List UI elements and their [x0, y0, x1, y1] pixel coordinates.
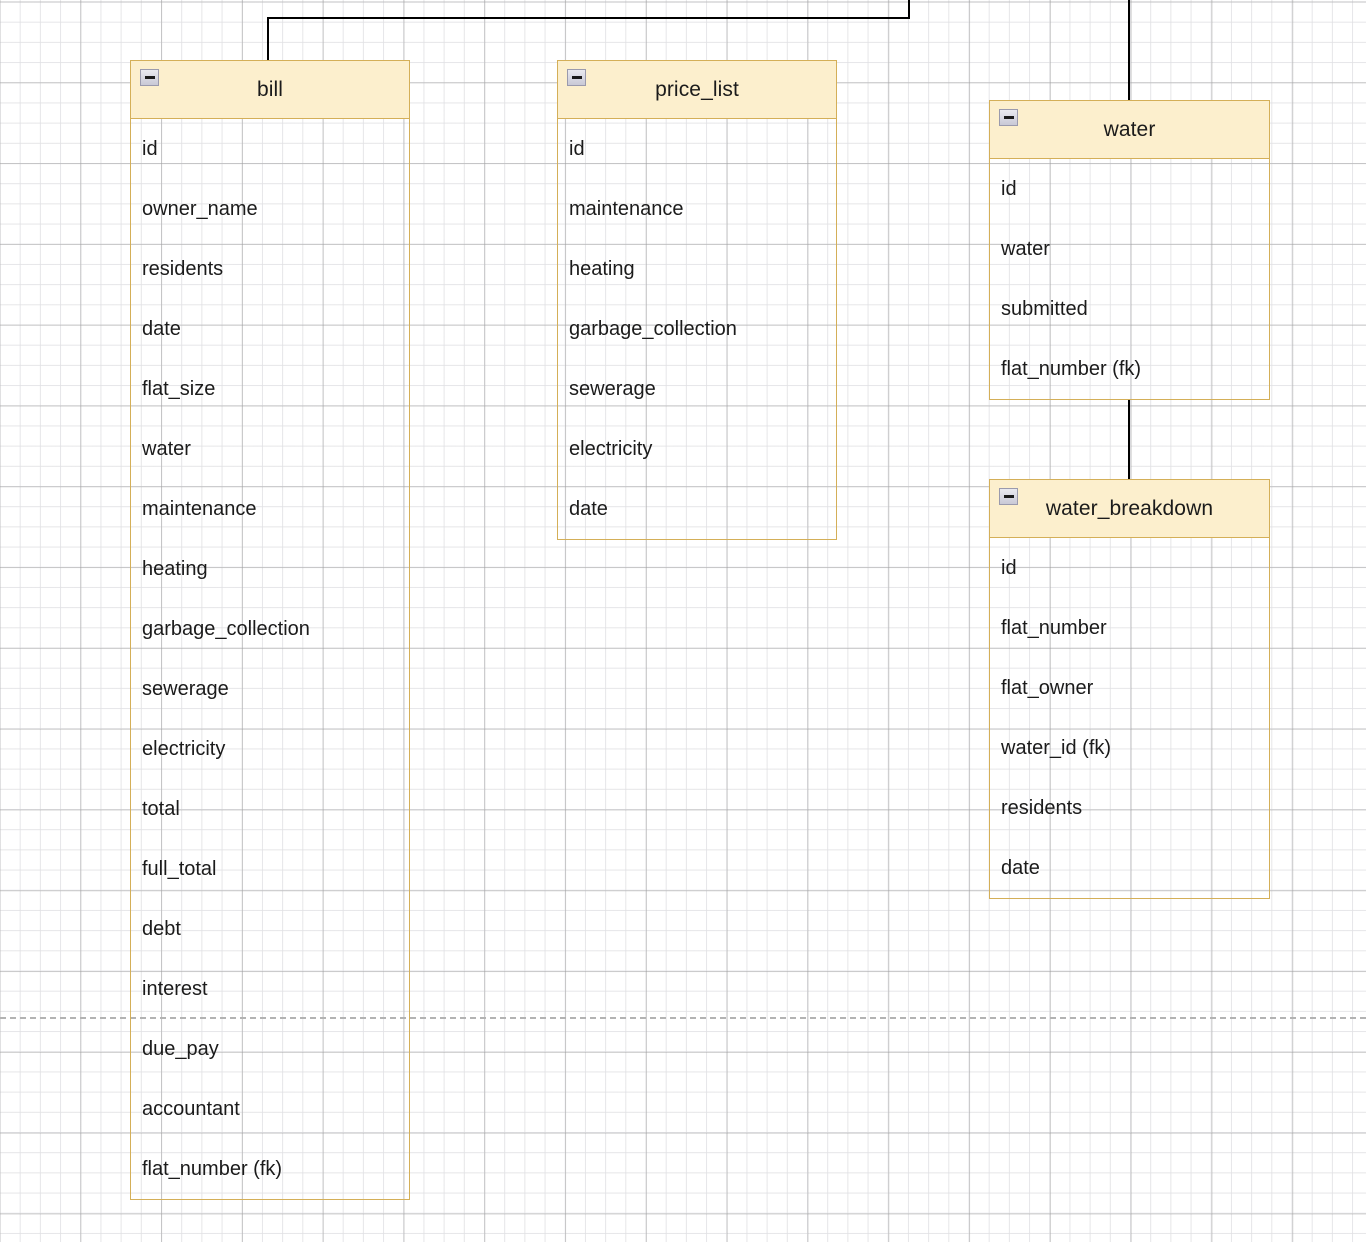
- attribute-row[interactable]: id: [142, 137, 158, 160]
- attribute-row[interactable]: residents: [142, 257, 224, 280]
- attribute-row[interactable]: sewerage: [142, 677, 229, 700]
- attribute-row[interactable]: id: [1001, 556, 1017, 579]
- attribute-row[interactable]: id: [569, 137, 585, 160]
- entity-header-bill[interactable]: bill: [131, 61, 409, 119]
- attribute-row[interactable]: water: [1001, 237, 1050, 260]
- entity-title-price-list: price_list: [655, 77, 739, 101]
- entity-header-price-list[interactable]: price_list: [558, 61, 836, 119]
- attribute-row[interactable]: maintenance: [142, 497, 257, 520]
- attribute-row[interactable]: interest: [142, 977, 208, 1000]
- entity-body-water-breakdown: id flat_number flat_owner water_id (fk) …: [990, 538, 1269, 898]
- attribute-row[interactable]: total: [142, 797, 180, 820]
- attribute-row[interactable]: date: [569, 497, 608, 520]
- entity-title-bill: bill: [256, 77, 284, 101]
- attribute-row[interactable]: heating: [569, 257, 635, 280]
- attribute-row[interactable]: maintenance: [569, 197, 684, 220]
- collapse-minus-icon[interactable]: [999, 488, 1018, 505]
- attribute-row[interactable]: electricity: [569, 437, 653, 460]
- entity-header-water[interactable]: water: [990, 101, 1269, 159]
- attribute-row[interactable]: water: [142, 437, 191, 460]
- entity-title-water-breakdown: water_breakdown: [1045, 496, 1214, 520]
- entity-body-water: id water submitted flat_number (fk): [990, 159, 1269, 399]
- collapse-minus-icon[interactable]: [999, 109, 1018, 126]
- attribute-row[interactable]: date: [1001, 856, 1040, 879]
- edge-water-up-vertical: [1128, 0, 1130, 102]
- attribute-row[interactable]: water_id (fk): [1001, 736, 1112, 759]
- attribute-row[interactable]: sewerage: [569, 377, 656, 400]
- attribute-row[interactable]: due_pay: [142, 1037, 219, 1060]
- attribute-row[interactable]: full_total: [142, 857, 217, 880]
- attribute-row[interactable]: flat_number (fk): [1001, 357, 1142, 380]
- attribute-row[interactable]: garbage_collection: [142, 617, 310, 640]
- collapse-minus-icon[interactable]: [567, 69, 586, 86]
- edge-bill-up-riser: [908, 0, 910, 19]
- edge-bill-up-horizontal: [267, 17, 910, 19]
- attribute-row[interactable]: residents: [1001, 796, 1083, 819]
- entity-table-price-list[interactable]: price_list id maintenance heating garbag…: [557, 60, 837, 540]
- attribute-row[interactable]: garbage_collection: [569, 317, 737, 340]
- edge-bill-up-vertical: [267, 17, 269, 61]
- attribute-row[interactable]: accountant: [142, 1097, 240, 1120]
- attribute-row[interactable]: owner_name: [142, 197, 258, 220]
- pagebreak-horizontal: [0, 1017, 1366, 1019]
- attribute-row[interactable]: flat_number (fk): [142, 1157, 283, 1180]
- entity-header-water-breakdown[interactable]: water_breakdown: [990, 480, 1269, 538]
- collapse-minus-icon[interactable]: [140, 69, 159, 86]
- entity-title-water: water: [1103, 117, 1156, 141]
- attribute-row[interactable]: submitted: [1001, 297, 1088, 320]
- attribute-row[interactable]: flat_size: [142, 377, 216, 400]
- attribute-row[interactable]: flat_owner: [1001, 676, 1094, 699]
- attribute-row[interactable]: id: [1001, 177, 1017, 200]
- attribute-row[interactable]: flat_number: [1001, 616, 1107, 639]
- attribute-row[interactable]: electricity: [142, 737, 226, 760]
- attribute-row[interactable]: date: [142, 317, 181, 340]
- entity-table-water[interactable]: water id water submitted flat_number (fk…: [989, 100, 1270, 400]
- entity-table-bill[interactable]: bill id owner_name residents date flat_s…: [130, 60, 410, 1200]
- edge-water-to-breakdown: [1128, 399, 1130, 481]
- attribute-row[interactable]: heating: [142, 557, 208, 580]
- attribute-row[interactable]: debt: [142, 917, 181, 940]
- entity-table-water-breakdown[interactable]: water_breakdown id flat_number flat_owne…: [989, 479, 1270, 899]
- entity-body-price-list: id maintenance heating garbage_collectio…: [558, 119, 836, 539]
- entity-body-bill: id owner_name residents date flat_size w…: [131, 119, 409, 1199]
